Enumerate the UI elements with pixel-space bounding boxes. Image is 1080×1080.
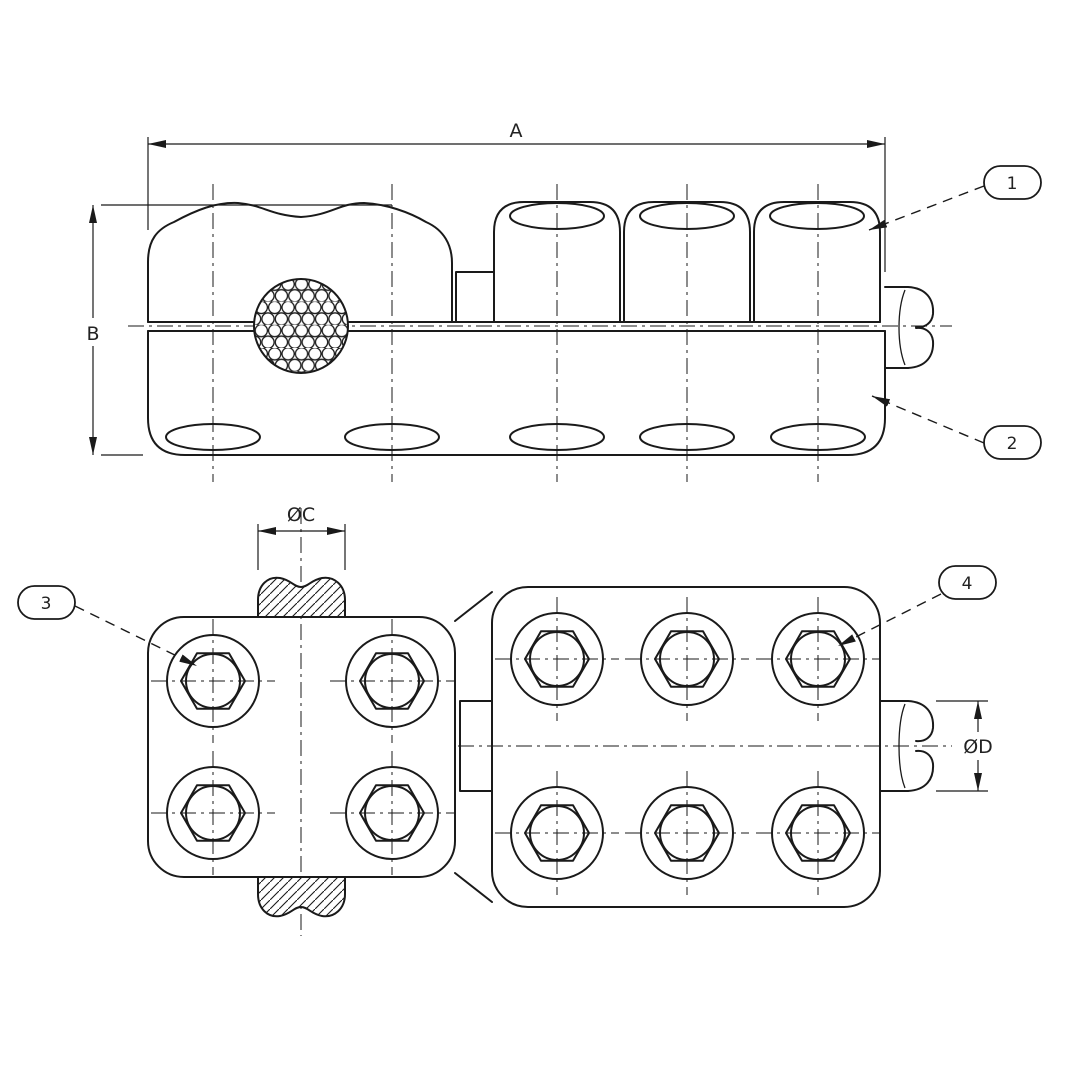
stub-end-lower-bulge: [907, 749, 935, 792]
stub-end-lower-bulge: [907, 326, 935, 369]
plan-view-cable-stub: [879, 700, 935, 792]
lower-body-ellipses: [165, 423, 866, 451]
dim-b-label-mask: [79, 318, 107, 346]
bottom-ellipse-1: [165, 423, 261, 451]
stub-end-upper-bulge: [907, 700, 935, 743]
bolt-head: [755, 770, 881, 896]
bolt-head: [150, 618, 276, 744]
lower-clamp-body-outline: [147, 330, 886, 456]
stub-end-upper-bulge: [907, 286, 935, 329]
transition-top-edge: [454, 591, 493, 622]
left-clamp-block-outline: [147, 616, 456, 878]
dim-a-label: A: [510, 120, 523, 142]
balloon-1: 1: [868, 165, 1042, 231]
bolt-head: [494, 596, 620, 722]
bolt-head: [755, 596, 881, 722]
step-ledge: [455, 271, 495, 323]
bottom-ellipse-4: [639, 423, 735, 451]
lobe-1-top-ellipse: [509, 202, 605, 230]
dim-d-label-mask: [952, 732, 1004, 760]
balloon-1-label: 1: [1007, 174, 1018, 194]
balloon-2-label: 2: [1007, 434, 1018, 454]
link-tab: [459, 700, 493, 792]
stub-crease: [898, 703, 906, 789]
balloon-4: 4: [837, 565, 997, 647]
dimension-b: B: [79, 204, 392, 456]
terminal-lobes: [493, 201, 881, 323]
bottom-ellipse-2: [344, 423, 440, 451]
bottom-ellipse-3: [509, 423, 605, 451]
left-block-bolts: [150, 618, 455, 876]
bottom-ellipse-5: [770, 423, 866, 451]
side-view: A B 1 2: [79, 120, 1042, 482]
dim-d-label: ØD: [963, 736, 993, 758]
dimension-d: ØD: [936, 700, 1004, 792]
balloon-1-bubble: [983, 165, 1042, 200]
lobe-2-top-ellipse: [639, 202, 735, 230]
bolt-head: [494, 770, 620, 896]
dim-c-label: ØC: [287, 504, 315, 526]
plan-view: ØC ØD 3 4: [17, 504, 1004, 936]
balloon-3-bubble: [17, 585, 76, 620]
transition-bottom-edge: [454, 872, 493, 903]
balloon-4-leader: [837, 593, 942, 647]
stub-crease: [898, 289, 906, 366]
bolt-head: [624, 596, 750, 722]
bolt-head: [329, 750, 455, 876]
balloon-3-leader: [74, 605, 198, 667]
upper-clamp-cap-outline: [147, 201, 453, 323]
bolt-head: [624, 770, 750, 896]
cable-stub-bottom-hatched: [257, 876, 346, 918]
side-view-cable-stub: [884, 286, 935, 369]
cable-stub-top-hatched: [257, 576, 346, 618]
dim-b-label: B: [86, 323, 99, 345]
balloon-2-leader: [871, 395, 985, 444]
dimension-a: A: [147, 120, 886, 272]
balloon-4-bubble: [938, 565, 997, 600]
dimension-c: ØC: [257, 504, 346, 570]
balloon-3: 3: [17, 585, 198, 667]
balloon-2: 2: [871, 395, 1042, 460]
balloon-1-leader: [868, 185, 985, 231]
balloon-3-label: 3: [41, 594, 52, 614]
balloon-4-label: 4: [962, 574, 973, 594]
bolt-head: [150, 750, 276, 876]
lobe-3-top-ellipse: [769, 202, 865, 230]
bolt-head: [329, 618, 455, 744]
plan-view-centerlines: [300, 508, 990, 936]
stranded-wire-cross-section: [253, 278, 349, 374]
balloon-2-bubble: [983, 425, 1042, 460]
